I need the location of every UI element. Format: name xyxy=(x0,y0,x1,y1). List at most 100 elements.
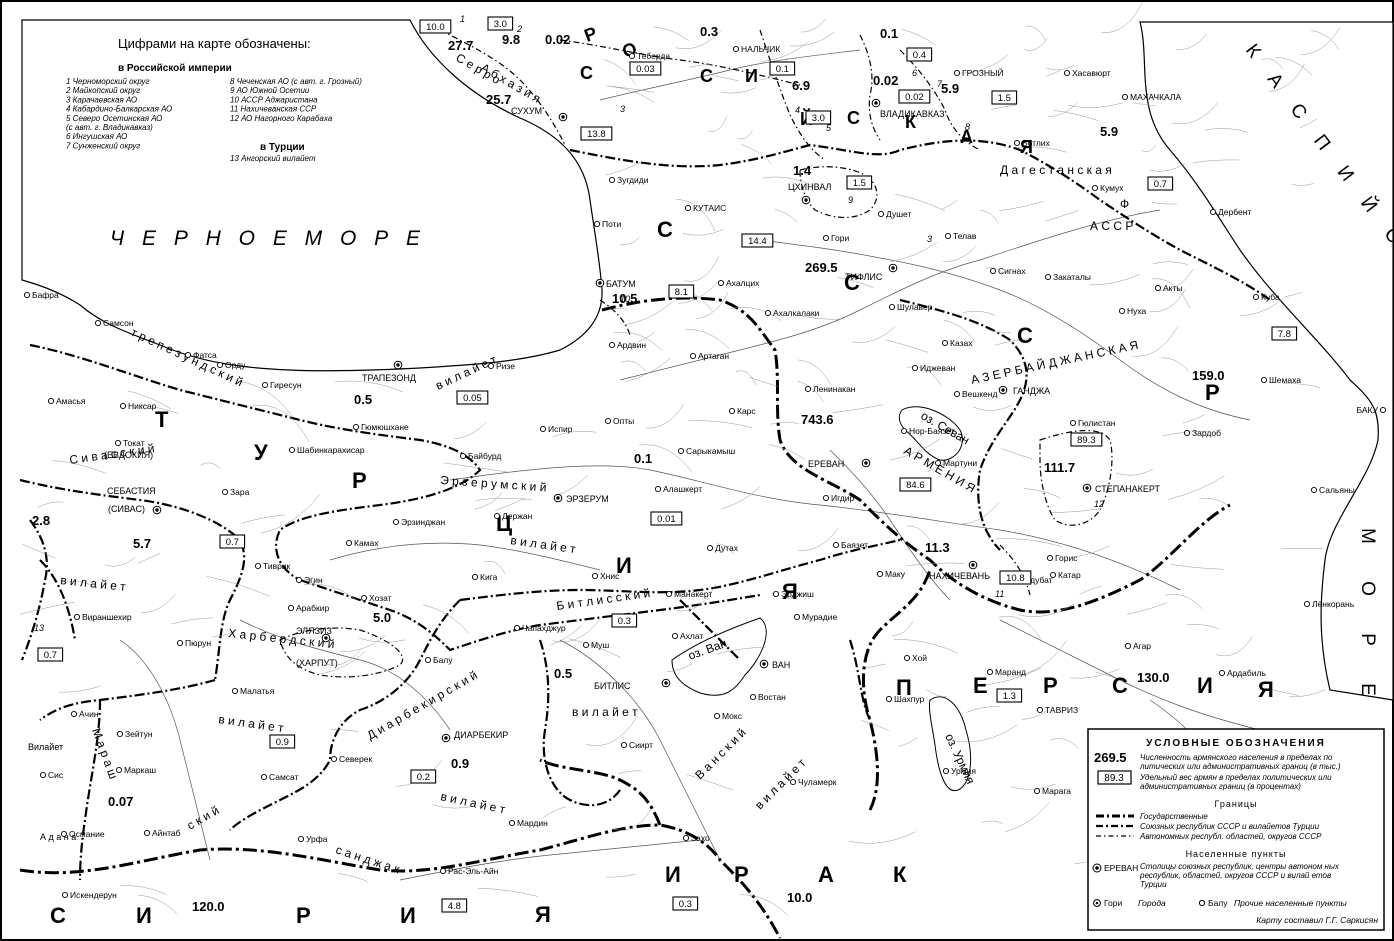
city-label: Телав xyxy=(953,231,977,241)
percentage-box-value: 0.3 xyxy=(618,616,631,627)
city-label: Куба xyxy=(1261,292,1280,302)
terrain-line xyxy=(998,200,1044,211)
percentage-box-value: 13.8 xyxy=(587,129,606,140)
region-letter: Р xyxy=(352,468,367,493)
terrain-line xyxy=(104,557,136,567)
city-marker xyxy=(115,766,123,774)
terrain-line xyxy=(667,663,693,672)
city-marker xyxy=(360,594,368,602)
capital-label: БИТЛИС xyxy=(594,681,631,691)
terrain-line xyxy=(552,619,601,643)
city-label: Сарыкамыш xyxy=(686,446,735,456)
region-name: в и л а й е т xyxy=(60,573,127,594)
terrain-line xyxy=(696,292,729,320)
city-label: Эгин xyxy=(304,575,323,585)
terrain-line xyxy=(1132,327,1178,357)
city-label: Хнис xyxy=(600,571,620,581)
terrain-line xyxy=(893,639,958,654)
legend-border-republic: Союзных республик СССР и вилайетов Турци… xyxy=(1140,822,1320,831)
terrain-line xyxy=(206,576,270,597)
terrain-line xyxy=(739,894,788,915)
city-label: Марага xyxy=(1042,786,1071,796)
terrain-line xyxy=(610,308,627,311)
terrain-line xyxy=(996,538,1062,547)
city-marker xyxy=(1091,184,1099,192)
terrain-line xyxy=(1199,497,1228,506)
city-marker xyxy=(1183,429,1191,437)
terrain-line xyxy=(898,737,918,747)
legend-other-label: Прочие населенные пункты xyxy=(1234,898,1348,908)
terrain-line xyxy=(614,331,663,351)
percentage-box-value: 3.0 xyxy=(494,19,507,30)
city-label: Ордубат xyxy=(1019,575,1053,585)
city-marker xyxy=(508,819,516,827)
terrain-line xyxy=(1289,689,1326,698)
region-letter: П xyxy=(896,675,912,700)
percentage-box-value: 0.01 xyxy=(657,514,676,525)
lake-van xyxy=(671,617,767,696)
city-marker xyxy=(143,829,151,837)
terrain-line xyxy=(613,809,652,831)
city-marker xyxy=(459,452,467,460)
city-label: Закаталы xyxy=(1053,272,1091,282)
city-label: Хасавюрт xyxy=(1072,68,1111,78)
terrain-line xyxy=(966,706,1000,713)
terrain-line xyxy=(22,543,56,559)
population-number: 743.6 xyxy=(801,412,834,427)
capital-label: ТРАПЕЗОНД xyxy=(362,373,416,383)
percentage-box-frame xyxy=(741,233,774,248)
city-label: Токат xyxy=(123,438,145,448)
terrain-line xyxy=(865,663,886,669)
population-number: 5.0 xyxy=(373,610,391,625)
percentage-box-value: 0.05 xyxy=(463,393,482,404)
city-label: Урфа xyxy=(306,834,328,844)
city-label: Теберда xyxy=(637,51,670,61)
population-number: 130.0 xyxy=(1137,670,1170,685)
city-marker xyxy=(231,687,239,695)
city-label: Самсон xyxy=(103,318,134,328)
city-label: Душет xyxy=(886,209,911,219)
city-label: Поти xyxy=(602,219,622,229)
city-marker xyxy=(604,417,612,425)
city-label: Мокс xyxy=(722,711,743,721)
region-letter: С xyxy=(844,270,860,295)
terrain-line xyxy=(682,229,724,236)
terrain-line xyxy=(171,617,213,625)
percentage-box-value: 89.3 xyxy=(1077,435,1096,446)
capital-marker-dot xyxy=(396,363,400,367)
city-label: Дербент xyxy=(1218,207,1251,217)
terrain-line xyxy=(1011,640,1067,677)
capital-label: ЭРЗЕРУМ xyxy=(566,494,609,504)
city-marker xyxy=(254,562,262,570)
city-label: Маку xyxy=(885,569,906,579)
terrain-line xyxy=(927,462,949,473)
terrain-line xyxy=(686,774,734,791)
terrain-line xyxy=(653,26,690,42)
percentage-box-value: 1.5 xyxy=(853,178,866,189)
city-marker xyxy=(1036,706,1044,714)
city-marker xyxy=(772,590,780,598)
city-label: Карс xyxy=(737,406,756,416)
terrain-line xyxy=(474,492,503,510)
city-label: Чуламерк xyxy=(798,777,837,787)
index-russia-item: 4 Кабардино-Балкарская АО xyxy=(66,105,172,114)
terrain-line xyxy=(1023,38,1048,51)
city-marker xyxy=(953,69,961,77)
terrain-line xyxy=(1079,585,1103,595)
percentage-box-value: 3.0 xyxy=(812,113,825,124)
city-marker xyxy=(706,544,714,552)
terrain-line xyxy=(52,460,107,474)
terrain-line xyxy=(637,331,655,343)
terrain-line xyxy=(1151,278,1191,309)
city-marker xyxy=(582,641,590,649)
percentage-box-value: 0.2 xyxy=(417,772,430,783)
terrain-line xyxy=(1149,163,1186,172)
terrain-line xyxy=(715,646,767,655)
population-number: 2.8 xyxy=(32,513,50,528)
population-number: 0.02 xyxy=(873,73,898,88)
city-label: Ахалцих xyxy=(726,278,760,288)
